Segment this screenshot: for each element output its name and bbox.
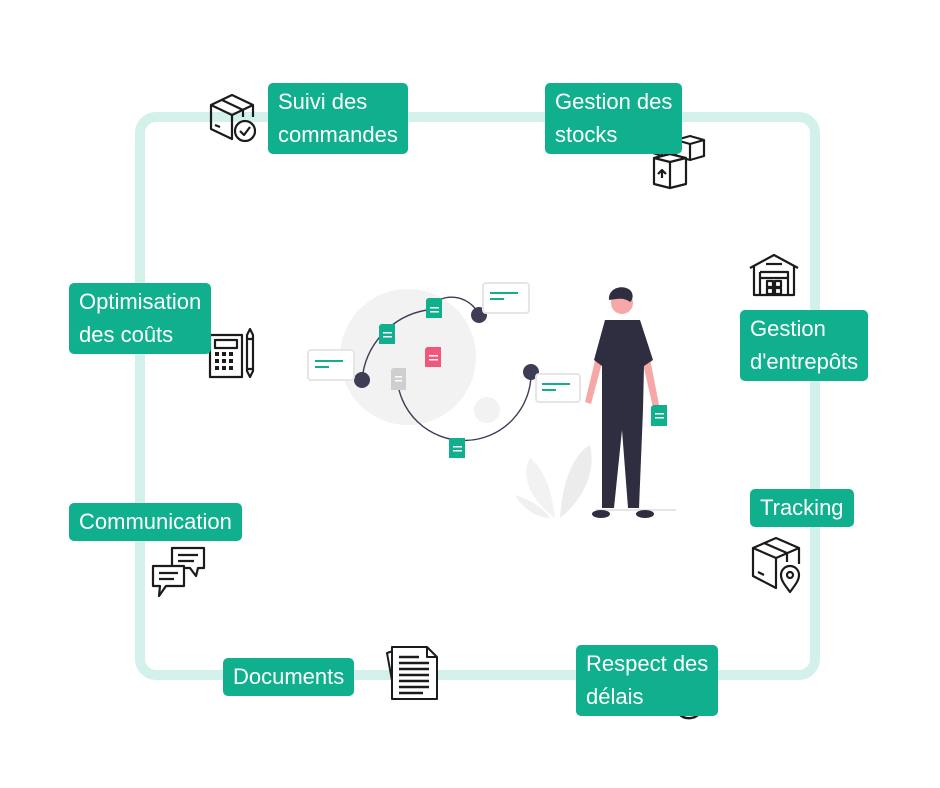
chat-bubbles-icon: [150, 544, 208, 600]
label-documents: Documents: [223, 658, 355, 696]
message-card: [535, 373, 581, 403]
document-tag: [425, 347, 441, 367]
label-communication: Communication: [69, 503, 242, 541]
label-tracking: Tracking: [750, 489, 854, 527]
document-tag: [379, 324, 395, 344]
document-tag: [391, 368, 406, 390]
warehouse-icon: [748, 252, 800, 298]
person-figure: [585, 287, 676, 518]
box-location-icon: [750, 534, 806, 594]
document-tag: [426, 298, 442, 318]
calculator-pencil-icon: [207, 327, 257, 379]
message-card: [482, 282, 530, 314]
plant-icon: [526, 458, 555, 518]
document-tag: [449, 438, 465, 458]
documents-icon: [383, 641, 445, 703]
background-circle: [340, 289, 476, 425]
logistics-illustration: [307, 282, 676, 518]
message-card: [307, 349, 355, 381]
box-check-icon: [208, 91, 258, 143]
